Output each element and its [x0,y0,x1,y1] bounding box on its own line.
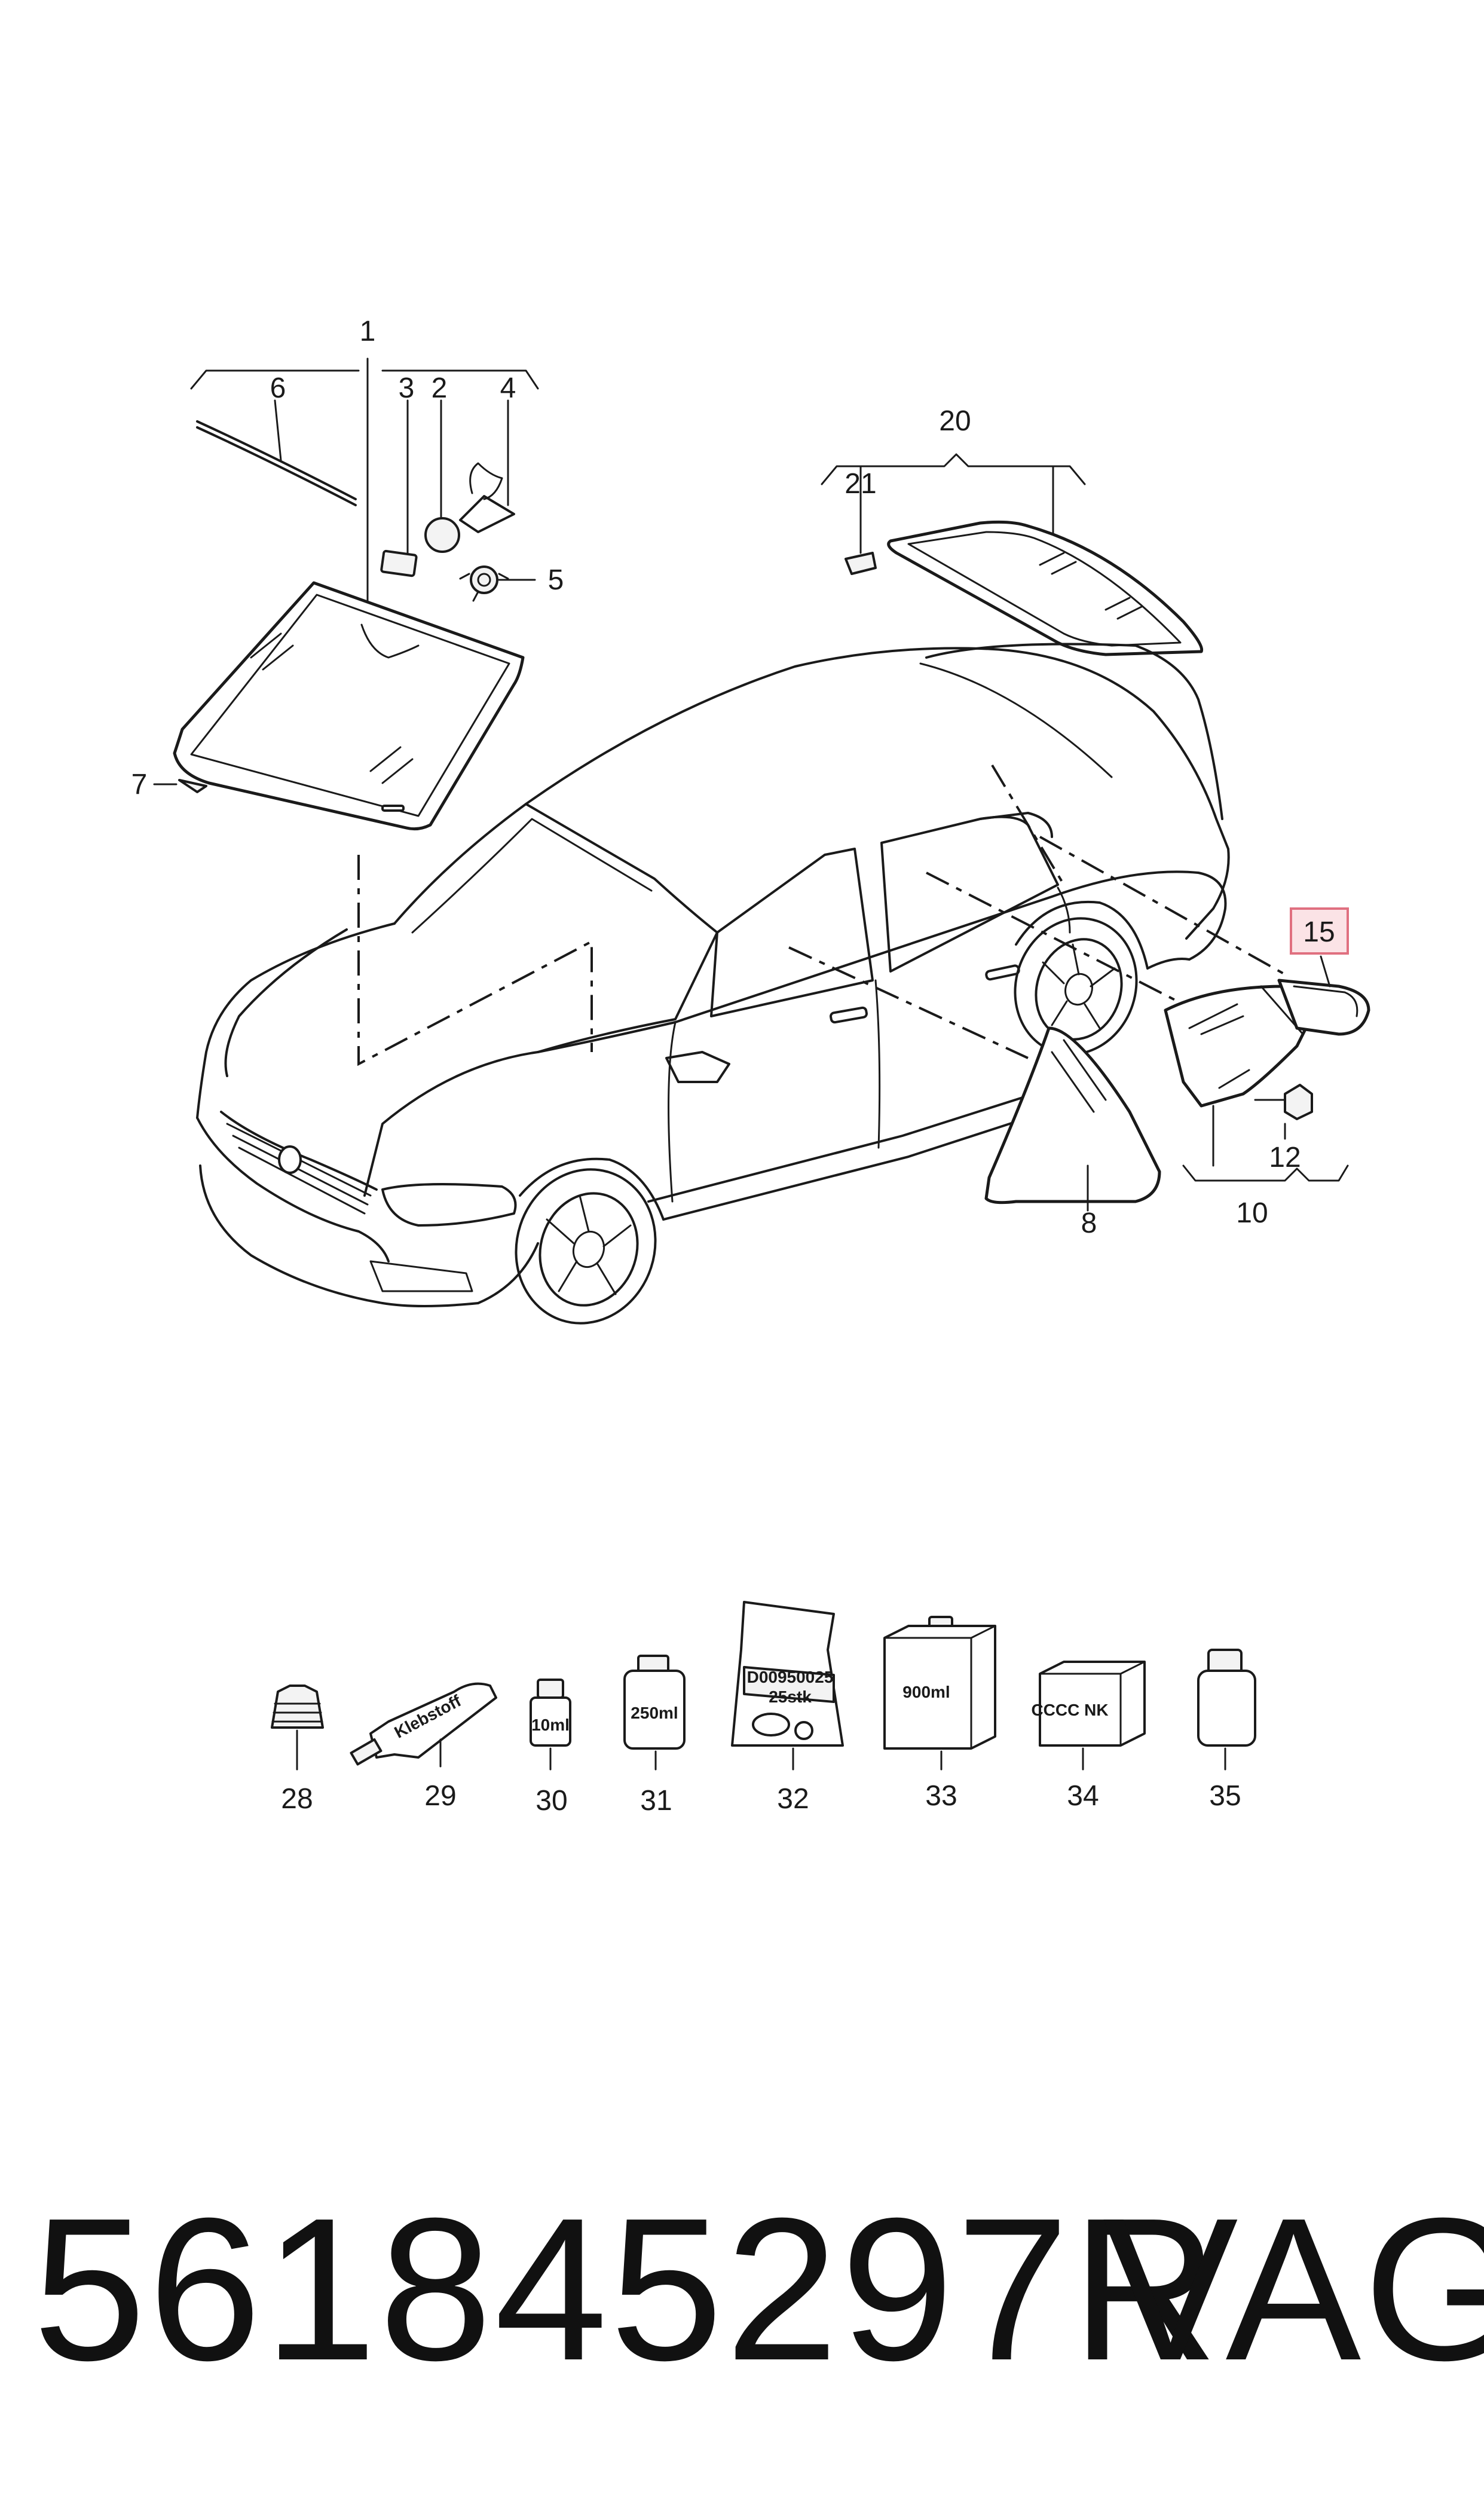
part-4-shape [459,495,515,533]
callout-30: 30 [536,1785,567,1817]
callout-33: 33 [925,1780,957,1812]
callout-8: 8 [1081,1207,1097,1239]
windscreen-group: 1 6 3 2 4 5 7 [131,316,564,831]
item-31: 250ml 31 [623,1655,686,1817]
rear-window-glass [887,520,1204,656]
item-35: 35 [1197,1649,1256,1812]
callout-1: 1 [360,316,376,347]
item-30: 10ml 30 [530,1679,571,1817]
canister-label: 900ml [902,1683,950,1701]
bottle-small-label: 10ml [531,1716,570,1734]
part-12-shape [1284,1084,1313,1120]
callout-20: 20 [939,405,971,437]
part-2-shape [424,517,460,553]
rear-window-group: 20 21 [821,405,1204,656]
item-29: Klebstoff 29 [350,1682,497,1812]
accessories-row: 28 Klebstoff 29 10ml 30 250ml 31 [271,1601,1256,1817]
item-28: 28 [271,1685,324,1815]
callout-21: 21 [844,468,876,500]
car-illustration [196,643,1230,1325]
callout-4: 4 [500,372,516,404]
callout-31: 31 [640,1785,672,1817]
bag-label: D00950025 [747,1668,834,1686]
box-label: CCCC NK [1031,1701,1108,1719]
callout-28: 28 [281,1783,313,1815]
callout-29: 29 [424,1780,456,1812]
callout-15: 15 [1303,916,1335,948]
bag-qty-label: 25stk [769,1687,812,1706]
parts-diagram: 1 6 3 2 4 5 7 [131,316,1370,1817]
part-7-shape [178,779,207,793]
callout-5: 5 [548,564,564,596]
item-33: 900ml 33 [883,1616,996,1812]
item-34: CCCC NK 34 [1031,1661,1146,1812]
callout-3: 3 [399,372,415,404]
part-21-shape [844,552,877,575]
callout-12: 12 [1269,1142,1301,1173]
callout-6: 6 [270,372,286,404]
windscreen-glass [173,581,525,831]
callout-32: 32 [777,1783,809,1815]
part-8-glass [984,1026,1161,1204]
item-32: D00950025 25stk 32 [731,1601,844,1815]
highlight-box-15 [1290,907,1349,955]
part-5-shape [470,565,498,594]
callout-10: 10 [1236,1197,1268,1229]
side-windows-group: 8 10 12 15 [984,907,1370,1239]
can-label: 250ml [631,1704,678,1722]
part-3-shape [380,549,418,577]
callout-7: 7 [131,769,148,800]
callout-35: 35 [1209,1780,1241,1812]
leader-lines [357,764,1286,1066]
callout-2: 2 [432,372,448,404]
callout-34: 34 [1067,1780,1099,1812]
brand-name: VAG [1103,2176,1484,2403]
part-number: 561845297R [33,2176,1221,2403]
